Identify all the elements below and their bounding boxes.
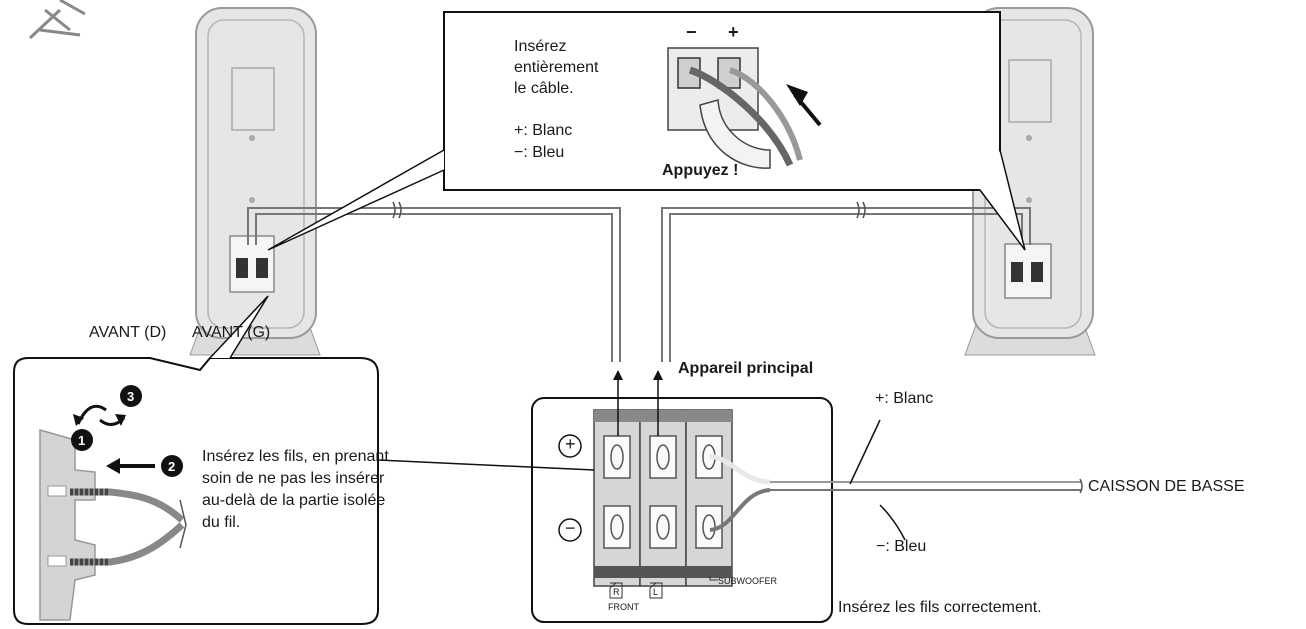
subwoofer-cable [709,419,1083,541]
insert-cable-line-1: Insérez [514,38,567,55]
front-r-tag: R [613,587,620,597]
main-unit-box [531,370,833,623]
front-l-tag: L [653,587,659,597]
top-plus-white-label: +: Blanc [514,122,573,139]
front-left-label: AVANT (G) [192,324,271,341]
terminal-plus-symbol: + [728,22,739,42]
speaker-cables [247,207,1031,362]
insert-cable-line-3: le câble. [514,80,574,97]
main-unit-title: Appareil principal [678,360,814,377]
terminal-minus-symbol: − [686,22,697,42]
step-3-badge: 3 [127,389,135,404]
main-unit-minus-symbol: − [565,518,576,538]
left-callout [13,295,595,625]
left-instruction-line-2: soin de ne pas les insérer [202,470,385,487]
insert-cable-line-2: entièrement [514,59,599,76]
main-unit-plus-symbol: + [565,434,576,454]
top-minus-blue-label: −: Bleu [514,144,565,161]
right-speaker [964,7,1096,356]
subwoofer-destination-label: CAISSON DE BASSE [1088,478,1245,495]
step-2-badge: 2 [168,459,176,474]
subwoofer-terminal-label: SUBWOOFER [718,576,778,586]
front-right-label: AVANT (D) [89,324,167,341]
logo-icon [28,0,86,40]
top-callout [267,11,1026,251]
sub-plus-white-label: +: Blanc [875,390,934,407]
front-label: FRONT [608,602,639,612]
left-instruction-line-3: au-delà de la partie isolée [202,492,386,509]
step-1-badge: 1 [78,433,86,448]
press-label: Appuyez ! [662,162,739,179]
left-instruction-line-4: du fil. [202,514,241,531]
cable-break-marks [392,201,866,219]
insert-correctly-note: Insérez les fils correctement. [838,599,1042,616]
sub-minus-blue-label: −: Bleu [876,538,927,555]
left-speaker [189,7,321,356]
left-instruction-line-1: Insérez les fils, en prenant [202,448,389,465]
